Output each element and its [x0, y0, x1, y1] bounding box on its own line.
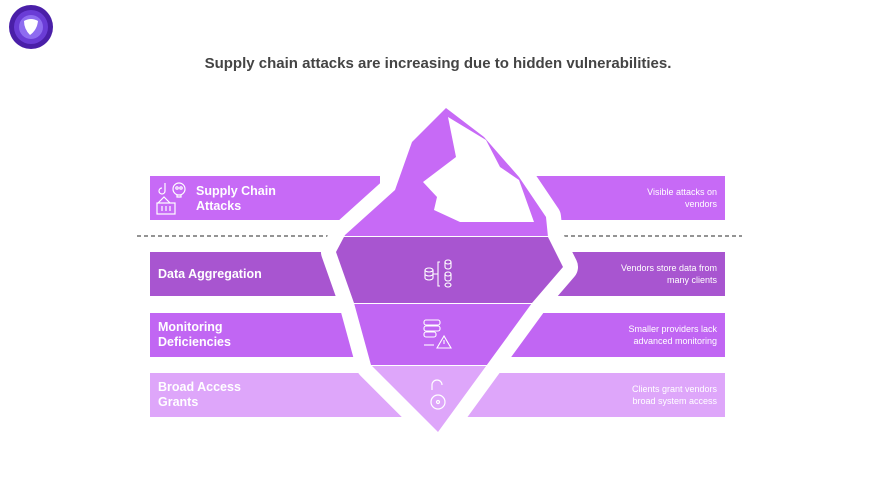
page-title: Supply chain attacks are increasing due … — [204, 55, 672, 72]
hook-skull-container-icon — [156, 182, 186, 215]
logo-icon[interactable] — [9, 5, 53, 49]
database-aggregation-icon — [424, 259, 452, 288]
layer-label-data-aggregation: Data Aggregation — [158, 267, 262, 281]
open-lock-icon — [430, 379, 446, 410]
band-row1-left — [150, 176, 380, 220]
iceberg-snowcap — [423, 117, 534, 222]
server-warning-icon — [423, 319, 452, 349]
